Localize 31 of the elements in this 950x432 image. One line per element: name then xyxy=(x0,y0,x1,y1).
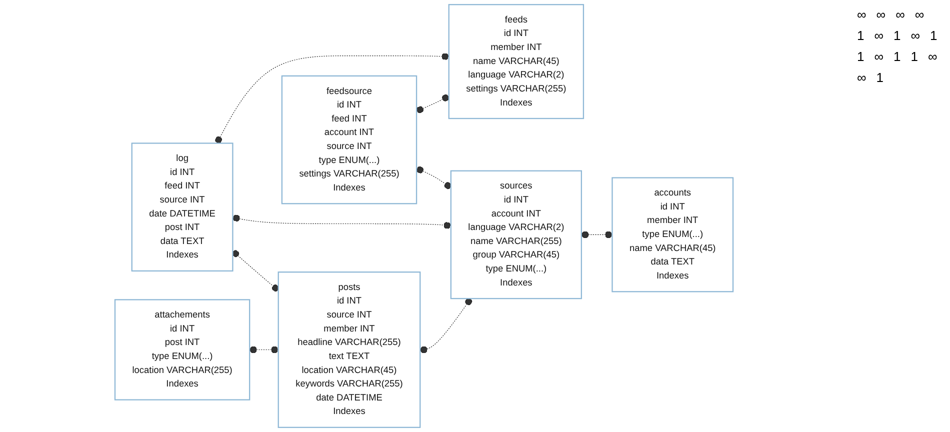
cardinality-label: 1 xyxy=(929,27,938,44)
node-box: attachements id INT post INT type ENUM(...) location VARCHAR(255) Indexes xyxy=(114,299,250,400)
cardinality-label: ∞ xyxy=(926,48,938,65)
connector xyxy=(232,250,279,292)
cardinality-label: ∞ xyxy=(856,6,868,23)
node-box: feedsource id INT feed INT account INT source INT type ENUM(...) settings VARCHAR(255) Indexes xyxy=(281,75,418,204)
cardinality-label: 1 xyxy=(856,48,866,65)
cardinality-label: ∞ xyxy=(910,27,922,44)
connector xyxy=(232,214,452,229)
cardinality-label: ∞ xyxy=(856,69,868,86)
cardinality-label: 1 xyxy=(856,27,866,44)
node-box: feeds id INT member INT name VARCHAR(45) language VARCHAR(2) settings VARCHAR(255) Indexes xyxy=(448,4,584,120)
cardinality-label: 1 xyxy=(910,48,919,65)
connector xyxy=(416,166,452,190)
node-box: posts id INT source INT member INT headline VARCHAR(255) text TEXT location VARCHAR(45) keywords VARCHAR(255) date DATETIME Indexes xyxy=(278,272,421,428)
cardinality-label: ∞ xyxy=(875,6,887,23)
node-box: log id INT feed INT source INT date DATETIME post INT data TEXT Indexes xyxy=(131,142,234,272)
connector xyxy=(420,298,472,354)
cardinality-label: ∞ xyxy=(873,48,885,65)
cardinality-label: 1 xyxy=(892,48,902,65)
connector xyxy=(215,53,450,144)
connector xyxy=(249,346,279,354)
connector xyxy=(416,94,450,114)
cardinality-label: ∞ xyxy=(914,6,926,23)
cardinality-label: 1 xyxy=(875,69,885,86)
connector xyxy=(581,231,613,238)
cardinality-label: ∞ xyxy=(894,6,906,23)
node-box: sources id INT account INT language VARCHAR(2) name VARCHAR(255) group VARCHAR(45) type ENUM(...) Indexes xyxy=(450,170,582,300)
cardinality-label: 1 xyxy=(892,27,902,44)
node-box: accounts id INT member INT type ENUM(...) name VARCHAR(45) data TEXT Indexes xyxy=(612,177,734,292)
cardinality-label: ∞ xyxy=(873,27,885,44)
